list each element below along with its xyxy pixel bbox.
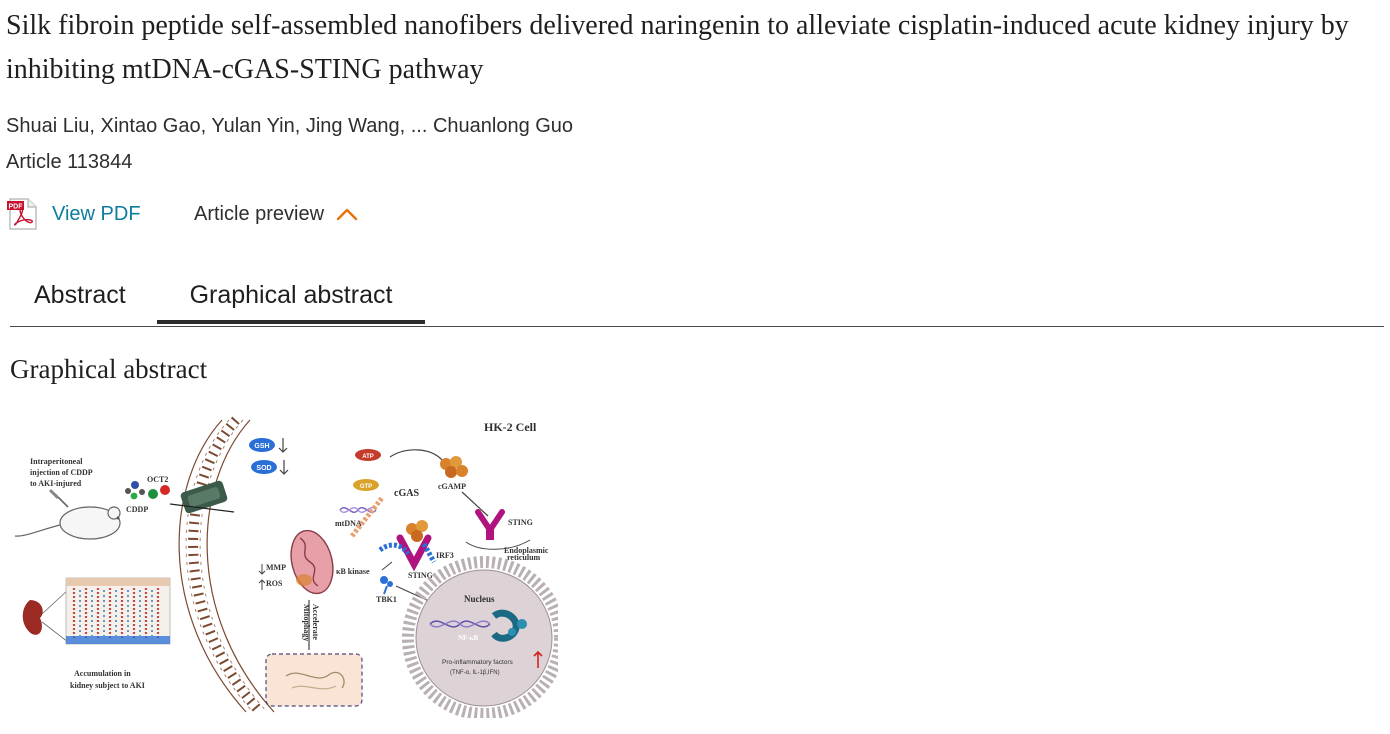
pdf-icon-text: PDF <box>9 203 24 210</box>
view-pdf-label: View PDF <box>52 202 141 225</box>
cgamp-label: cGAMP <box>438 482 466 491</box>
tab-graphical-abstract[interactable]: Graphical abstract <box>157 270 425 324</box>
cytokines-label: (TNF-α, IL-1β,IFN) <box>450 670 500 676</box>
er-label-line-2: reticulum <box>507 553 541 562</box>
kb-kinase-label: κB kinase <box>336 567 370 576</box>
gsh-marker: GSH <box>249 438 288 453</box>
gtp-marker: GTP <box>353 479 379 491</box>
mitophagy-line-1: Accelerate <box>311 604 320 640</box>
injection-text-line-1: Intraperitoneal <box>30 457 83 466</box>
kinase-arrow <box>381 561 393 571</box>
er-label-line-1: Endoplasmic <box>504 546 549 555</box>
atp-marker: ATP <box>355 449 381 461</box>
mtdna-label: mtDNA <box>335 519 362 528</box>
nfkb-label: NF-κB <box>458 634 479 642</box>
cddp-label: CDDP <box>126 505 148 514</box>
gsh-label: GSH <box>254 443 269 450</box>
abstract-tabs: Abstract Graphical abstract <box>10 270 1384 327</box>
sting-label-middle: STING <box>408 571 433 580</box>
article-preview-label: Article preview <box>194 202 325 225</box>
oct2-transporter-channel <box>169 480 235 514</box>
ros-label: ROS <box>266 579 283 588</box>
kidney-tissue-section <box>65 577 171 645</box>
mitophagy-box <box>265 653 363 707</box>
mitochondria-illustration <box>290 529 334 595</box>
graphical-abstract-heading: Graphical abstract <box>10 354 208 384</box>
sting-label-top: STING <box>508 518 533 527</box>
cgas-label: cGAS <box>394 488 419 499</box>
irf3-label: IRF3 <box>436 551 454 560</box>
mmp-down-arrow <box>258 564 266 575</box>
mitophagy-line-2: Mitophagy <box>302 604 311 641</box>
hk2-cell-label: HK-2 Cell <box>484 420 537 434</box>
article-number: Article 113844 <box>6 151 133 173</box>
article-actions: PDF View PDF Article preview <box>6 196 606 232</box>
article-preview-toggle[interactable]: Article preview <box>194 196 358 232</box>
injection-text-line-2: injection of CDDP <box>30 468 93 477</box>
accumulation-line-1: Accumulation in <box>74 669 131 678</box>
cgamp-cluster <box>440 456 468 478</box>
accumulation-line-2: kidney subject to AKI <box>70 681 145 690</box>
kidney-illustration <box>22 589 69 643</box>
er-membrane-line <box>465 539 531 550</box>
tbk1-label: TBK1 <box>376 595 397 604</box>
mouse-illustration <box>14 488 121 540</box>
cytokine-increase-arrow <box>533 650 543 668</box>
gtp-label: GTP <box>360 484 372 490</box>
tab-abstract[interactable]: Abstract <box>34 281 126 309</box>
pdf-file-icon: PDF <box>7 198 37 230</box>
pro-inflammatory-label: Pro-inflammatory factors <box>442 659 514 666</box>
tbk1-marker <box>380 576 393 595</box>
chevron-up-icon <box>336 208 358 221</box>
sting-complex-middle <box>378 520 437 572</box>
injection-text-line-3: to AKI-injured <box>30 479 82 488</box>
nucleus-label: Nucleus <box>464 594 495 604</box>
nucleus-illustration <box>402 556 558 718</box>
cell-membrane <box>178 416 275 716</box>
mtdna-release-arrow <box>350 496 384 538</box>
sod-label: SOD <box>256 465 271 472</box>
mmp-label: MMP <box>266 563 286 572</box>
sod-marker: SOD <box>251 460 289 475</box>
cddp-molecule-icon <box>125 481 170 500</box>
graphical-abstract-image: HK-2 Cell Intraperitoneal injection of C… <box>14 416 558 718</box>
cgamp-to-sting-arrow <box>461 491 489 517</box>
author-list: Shuai Liu, Xintao Gao, Yulan Yin, Jing W… <box>6 115 574 137</box>
sting-dimer-top <box>475 509 505 540</box>
oct2-label: OCT2 <box>147 475 168 484</box>
view-pdf-link[interactable]: PDF View PDF <box>6 196 141 232</box>
ros-up-arrow <box>258 579 266 590</box>
article-title-link[interactable]: Silk fibroin peptide self-assembled nano… <box>6 10 1349 85</box>
atp-label: ATP <box>362 454 374 460</box>
cgas-reaction-arrow <box>389 449 443 461</box>
